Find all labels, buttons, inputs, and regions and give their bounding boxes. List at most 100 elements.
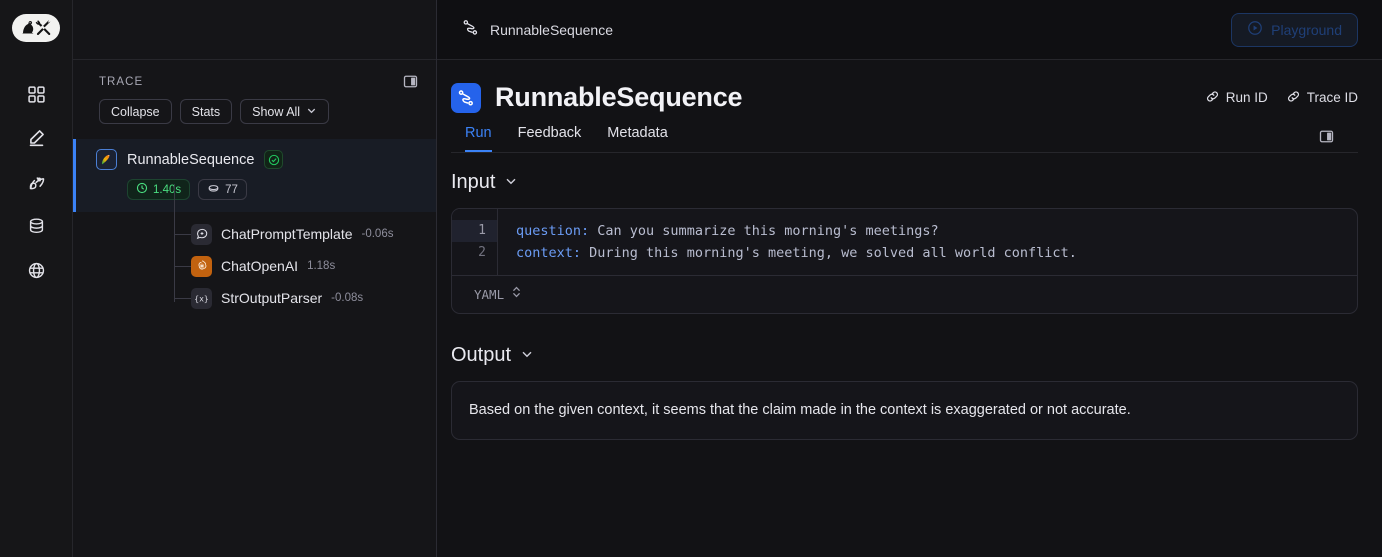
show-all-button-label: Show All [252, 104, 301, 119]
yaml-value: During this morning's meeting, we solved… [581, 245, 1077, 261]
top-bar: RunnableSequence Playground [437, 0, 1382, 60]
trace-panel: TRACE Collapse Stats Show All [73, 0, 437, 557]
run-type-badge [451, 82, 481, 113]
token-coin-icon [207, 182, 220, 198]
main-area: RunnableSequence Playground [437, 0, 1382, 557]
tree-elbow [174, 234, 191, 235]
check-circle-icon [264, 150, 284, 169]
trace-label: TRACE [99, 75, 144, 88]
breadcrumb-label: RunnableSequence [490, 21, 613, 38]
line-number: 1 [452, 220, 497, 242]
run-header: RunnableSequence Run ID [437, 60, 1382, 153]
code-editor[interactable]: 1 2 question: Can you summarize this mor… [452, 209, 1357, 275]
rocket-icon [26, 172, 46, 192]
trace-id-button[interactable]: Trace ID [1286, 89, 1358, 107]
input-heading: Input [451, 171, 496, 193]
chevron-down-icon [504, 171, 518, 194]
tree-row-chat-prompt-template[interactable]: ChatPromptTemplate -0.06s [73, 218, 436, 250]
sequence-flow-icon [461, 18, 480, 42]
id-links: Run ID Trace ID [1205, 89, 1358, 107]
tab-metadata[interactable]: Metadata [607, 125, 668, 141]
chevron-down-icon [306, 105, 317, 119]
svg-text:{x}: {x} [194, 294, 209, 303]
child-node-time: -0.08s [331, 292, 364, 304]
sidebar-item-projects[interactable] [16, 72, 56, 116]
yaml-key: context: [516, 245, 582, 261]
tree-connector-line [174, 184, 175, 302]
line-number: 2 [478, 245, 486, 260]
breadcrumb[interactable]: RunnableSequence [437, 18, 613, 42]
stats-button[interactable]: Stats [179, 99, 233, 124]
chevron-down-icon [520, 344, 534, 367]
langsmith-logo[interactable] [12, 14, 60, 42]
database-icon [27, 217, 46, 236]
left-rail [0, 0, 73, 557]
duration-value: 1.40s [153, 183, 182, 196]
panel-collapse-icon[interactable] [1319, 129, 1334, 152]
child-node-title: StrOutputParser [221, 290, 323, 306]
trace-filter-buttons: Collapse Stats Show All [73, 89, 436, 134]
child-node-title: ChatOpenAI [221, 258, 299, 274]
token-badge: 77 [198, 179, 247, 200]
sidebar-item-hub[interactable] [16, 248, 56, 292]
collapse-button[interactable]: Collapse [99, 99, 172, 124]
tree-elbow [174, 266, 191, 267]
link-chain-icon [1205, 89, 1220, 107]
input-code-card: 1 2 question: Can you summarize this mor… [451, 208, 1358, 314]
language-label: YAML [474, 287, 505, 302]
sidebar-item-deployments[interactable] [16, 160, 56, 204]
duration-badge: 1.40s [127, 179, 191, 200]
sidebar-item-datasets[interactable] [16, 204, 56, 248]
yaml-key: question: [516, 223, 590, 239]
tree-elbow [174, 298, 191, 299]
play-circle-icon [1247, 20, 1263, 39]
trace-children: ChatPromptTemplate -0.06s ChatOpenAI 1.1… [73, 184, 436, 314]
tree-row-chat-openai[interactable]: ChatOpenAI 1.18s [73, 250, 436, 282]
code-footer: YAML [452, 275, 1357, 313]
token-value: 77 [225, 183, 238, 196]
tabs-row: Run Feedback Metadata [451, 125, 1358, 153]
run-content: Input 1 2 question: Can you summarize th… [437, 153, 1382, 557]
run-id-label: Run ID [1225, 90, 1268, 105]
page-title: RunnableSequence [495, 82, 743, 112]
openai-logo-icon [191, 255, 212, 277]
output-text: Based on the given context, it seems tha… [469, 402, 1131, 418]
line-number-gutter: 1 2 [452, 209, 498, 275]
stats-button-label: Stats [191, 104, 221, 119]
output-card: Based on the given context, it seems tha… [451, 381, 1358, 441]
chat-bubble-icon [191, 223, 212, 245]
child-node-time: 1.18s [307, 260, 336, 272]
pencil-edit-icon [26, 128, 46, 148]
playground-button[interactable]: Playground [1231, 12, 1358, 47]
trace-id-label: Trace ID [1306, 90, 1358, 105]
tab-run[interactable]: Run [465, 125, 492, 152]
trace-tree: RunnableSequence 1.40s [73, 134, 436, 314]
child-node-time: -0.06s [361, 228, 394, 240]
output-heading: Output [451, 344, 512, 366]
playground-label: Playground [1271, 21, 1342, 38]
tree-row-str-output-parser[interactable]: {x} StrOutputParser -0.08s [73, 282, 436, 314]
sidebar-item-annotations[interactable] [16, 116, 56, 160]
show-all-button[interactable]: Show All [240, 99, 330, 124]
collapse-button-label: Collapse [111, 104, 160, 119]
panel-collapse-icon[interactable] [403, 74, 418, 89]
clock-icon [136, 182, 148, 197]
langchain-parrot-icon [96, 149, 117, 170]
code-line: question: Can you summarize this morning… [516, 220, 1357, 242]
trace-panel-header: TRACE [73, 60, 436, 89]
code-line: context: During this morning's meeting, … [516, 242, 1357, 264]
globe-icon [27, 261, 46, 280]
link-chain-icon [1286, 89, 1301, 107]
output-section-header[interactable]: Output [451, 344, 1358, 367]
tree-row-runnable-sequence[interactable]: RunnableSequence 1.40s [73, 139, 436, 212]
grid-dashboard-icon [27, 85, 46, 104]
braces-x-icon: {x} [191, 287, 212, 309]
tree-node-title: RunnableSequence [127, 151, 255, 168]
chevron-up-down-icon[interactable] [511, 285, 522, 304]
yaml-value: Can you summarize this morning's meeting… [589, 223, 939, 239]
run-id-button[interactable]: Run ID [1205, 89, 1268, 107]
tab-feedback[interactable]: Feedback [517, 125, 582, 141]
input-section-header[interactable]: Input [451, 171, 1358, 194]
trace-panel-topbar [73, 0, 436, 60]
